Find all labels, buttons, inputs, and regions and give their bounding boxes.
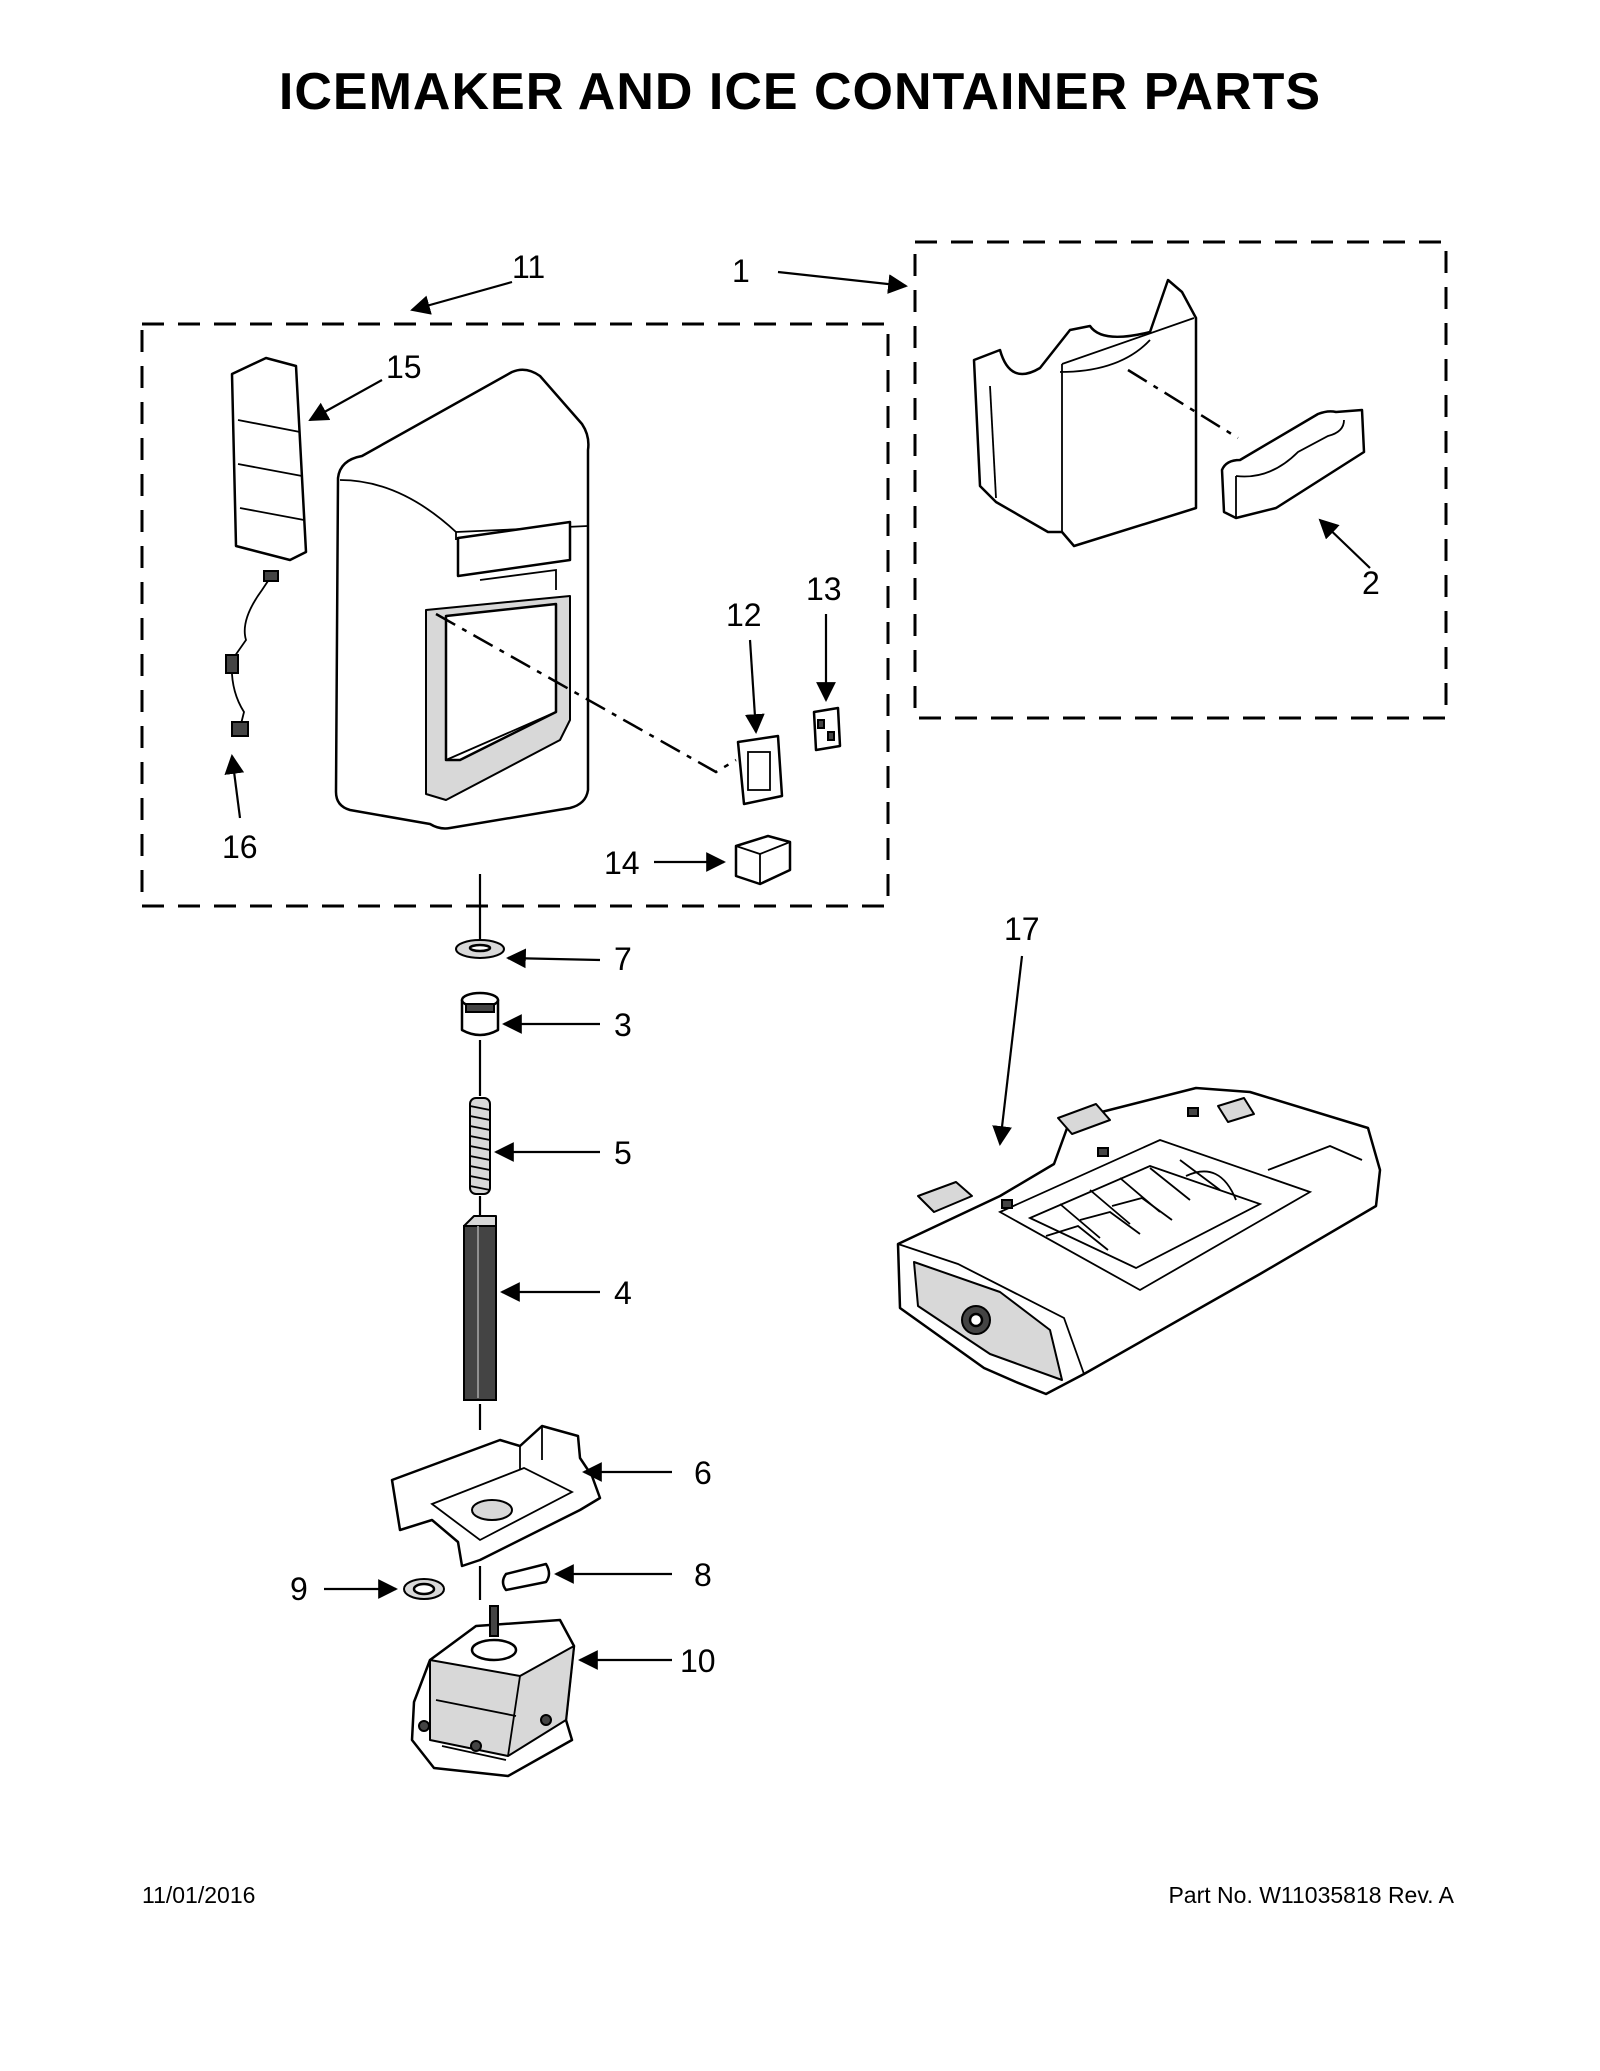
callout-10: 10 [680,1643,716,1679]
leader-16 [224,754,245,819]
callout-15: 15 [386,349,422,385]
footer-date: 11/01/2016 [142,1882,256,1908]
callout-1: 1 [732,253,750,289]
icemaker-assembly-part-17 [896,1086,1382,1396]
callout-leaders [224,270,1371,1670]
switch-part-13 [812,706,842,752]
callout-12: 12 [726,597,762,633]
leader-17 [992,955,1024,1146]
leader-1 [777,270,908,294]
page-title: ICEMAKER AND ICE CONTAINER PARTS [278,63,1322,121]
callout-14: 14 [604,845,640,881]
leader-7 [506,948,601,969]
ring-part-9 [403,1578,445,1600]
callout-5: 5 [614,1135,632,1171]
assembly-11-dashed-box [140,322,890,908]
assembly-1-dashed-box [913,240,1448,720]
callout-9: 9 [290,1571,308,1607]
spring-part-5 [469,1097,491,1195]
bushing-part-3 [460,991,500,1037]
callout-4: 4 [614,1275,632,1311]
shaft-part-4 [463,1215,497,1401]
leader-12 [744,639,765,734]
assembly-line-housing [435,612,737,774]
leader-2 [1318,518,1371,569]
dispenser-housing [334,368,590,830]
callout-7: 7 [614,941,632,977]
callout-2: 2 [1362,565,1380,601]
callout-3: 3 [614,1007,632,1043]
side-panel-part-15 [230,356,308,562]
footer-part-number: Part No. W11035818 Rev. A [1168,1882,1454,1908]
assembly-line-container [1127,368,1239,440]
leader-11 [410,280,513,315]
callout-16: 16 [222,829,258,865]
callout-11: 11 [512,249,545,285]
relay-part-14 [734,834,792,886]
callout-13: 13 [806,571,842,607]
washer-part-7 [455,939,505,959]
seal-part-8 [501,1562,551,1592]
container-front-part-2 [1220,408,1366,520]
auger-motor-part-10 [410,1605,576,1778]
callout-17: 17 [1004,911,1040,947]
callout-6: 6 [694,1455,712,1491]
motor-bracket-part-6 [390,1424,602,1568]
callout-8: 8 [694,1557,712,1593]
switch-bracket-part-12 [736,734,784,806]
wire-harness-part-16 [225,570,279,737]
ice-container-part-1 [972,278,1198,548]
callout-labels: 11 1 15 13 12 2 16 14 17 7 3 5 4 6 8 9 1… [222,249,1380,1679]
leader-15 [308,379,383,421]
